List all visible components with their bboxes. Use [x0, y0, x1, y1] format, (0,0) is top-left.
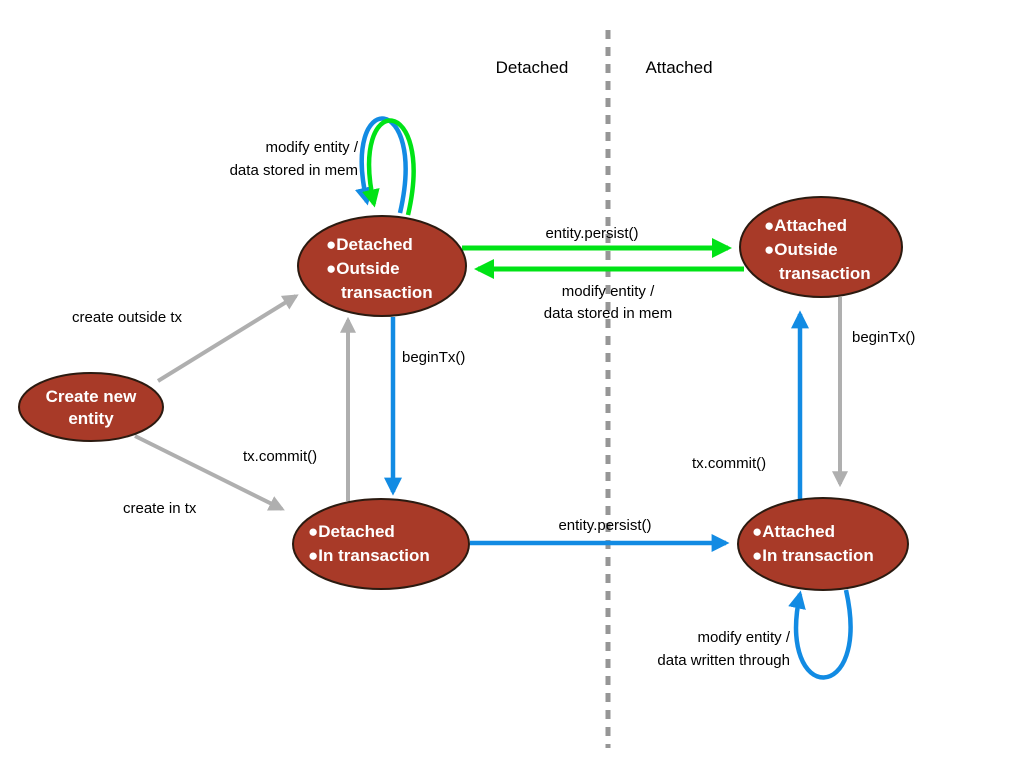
- edge-self-loop-top-green: [362, 118, 416, 216]
- label-modify-written-line2: data written through: [657, 652, 790, 669]
- region-label-attached: Attached: [645, 58, 712, 77]
- node-detached-in-shape: [292, 498, 470, 590]
- label-tx-commit-right: tx.commit(): [692, 455, 766, 472]
- label-create-in-tx: create in tx: [123, 500, 197, 517]
- label-modify-mem-top-line2: data stored in mem: [230, 162, 358, 179]
- node-attached-in-line1: ●Attached: [752, 522, 835, 541]
- node-detached-in-line1: ●Detached: [308, 522, 395, 541]
- label-modify-written-line1: modify entity /: [697, 629, 790, 646]
- node-create-new-line1: Create new: [46, 387, 137, 406]
- label-tx-commit-left: tx.commit(): [243, 448, 317, 465]
- label-begin-tx-right: beginTx(): [852, 329, 915, 346]
- edge-self-loop-top-blue: [354, 116, 408, 214]
- label-modify-mem-mid-line1: modify entity /: [562, 283, 655, 300]
- label-modify-mem-top-line1: modify entity /: [265, 139, 358, 156]
- edge-create-outside-tx: [156, 294, 299, 383]
- node-attached-outside-shape: [739, 196, 903, 298]
- node-detached-outside-line1: ●Detached: [326, 235, 413, 254]
- node-detached-outside-line2: ●Outside: [326, 259, 400, 278]
- node-attached-in-shape: [737, 497, 909, 591]
- node-attached-outside-line3: transaction: [779, 264, 871, 283]
- label-modify-mem-mid-line2: data stored in mem: [544, 305, 672, 322]
- label-entity-persist-bottom: entity.persist(): [558, 517, 651, 534]
- node-detached-in-transaction: ●Detached ●In transaction: [292, 498, 470, 590]
- node-detached-outside-line3: transaction: [341, 283, 433, 302]
- node-attached-outside-line1: ●Attached: [764, 216, 847, 235]
- label-begin-tx-left: beginTx(): [402, 349, 465, 366]
- edge-create-in-tx: [134, 434, 285, 511]
- node-detached-outside-shape: [297, 215, 467, 317]
- label-create-outside-tx: create outside tx: [72, 309, 183, 326]
- node-attached-outside-transaction: ●Attached ●Outside transaction: [739, 196, 903, 298]
- edge-self-loop-bottom-blue: [788, 589, 853, 680]
- node-create-new-entity-shape: [18, 372, 164, 442]
- node-create-new-entity: Create new entity: [18, 372, 164, 442]
- label-entity-persist-top: entity.persist(): [545, 225, 638, 242]
- region-label-detached: Detached: [496, 58, 569, 77]
- node-attached-outside-line2: ●Outside: [764, 240, 838, 259]
- node-attached-in-line2: ●In transaction: [752, 546, 874, 565]
- node-detached-in-line2: ●In transaction: [308, 546, 430, 565]
- node-create-new-line2: entity: [68, 409, 114, 428]
- node-attached-in-transaction: ●Attached ●In transaction: [737, 497, 909, 591]
- node-detached-outside-transaction: ●Detached ●Outside transaction: [297, 215, 467, 317]
